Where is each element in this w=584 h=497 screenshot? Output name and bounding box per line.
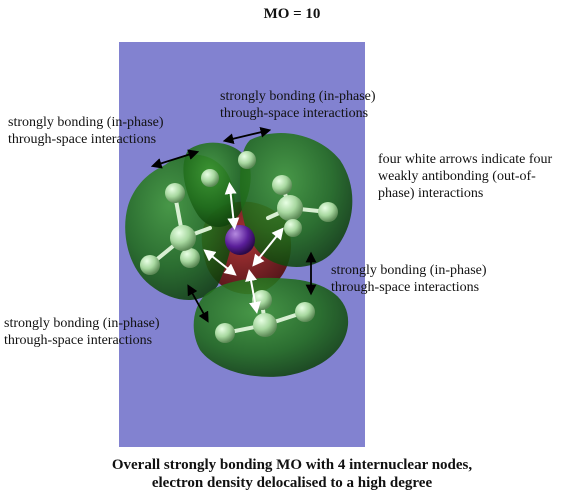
atom: [277, 195, 303, 221]
bonding-arrows: [150, 126, 317, 323]
atom: [272, 175, 292, 195]
central-atom: [225, 225, 255, 255]
atom: [318, 202, 338, 222]
atom: [140, 255, 160, 275]
antibonding-arrows: [203, 182, 284, 314]
caption-line-2: electron density delocalised to a high d…: [151, 475, 433, 491]
atom: [201, 169, 219, 187]
atom: [295, 302, 315, 322]
caption: Overall strongly bonding MO with 4 inter…: [0, 456, 584, 492]
label-top-left: strongly bonding (in-phase) through-spac…: [8, 115, 164, 147]
atom: [284, 219, 302, 237]
label-top-center: strongly bonding (in-phase) through-spac…: [220, 89, 376, 121]
atom: [215, 323, 235, 343]
atom: [180, 248, 200, 268]
atom: [165, 183, 185, 203]
atom: [253, 313, 277, 337]
caption-line-1: Overall strongly bonding MO with 4 inter…: [111, 457, 473, 473]
label-bottom-left: strongly bonding (in-phase) through-spac…: [4, 316, 160, 348]
atom: [238, 151, 256, 169]
page-title: MO = 10: [263, 6, 321, 22]
atom: [170, 225, 196, 251]
label-right-top: four white arrows indicate four weakly a…: [378, 152, 553, 201]
label-right-mid: strongly bonding (in-phase) through-spac…: [331, 263, 487, 295]
